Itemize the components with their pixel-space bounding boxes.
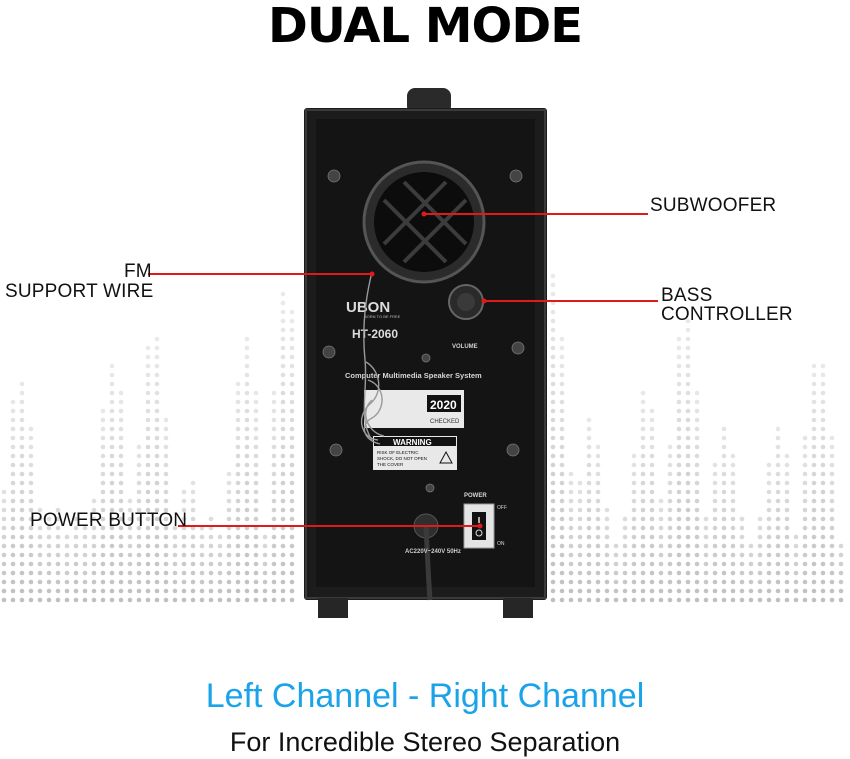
brand-tagline: BORN TO BE FREE <box>364 314 401 319</box>
warning-text: RISK OF ELECTRIC <box>377 450 419 455</box>
brand-logo: UBON <box>346 299 390 316</box>
screw <box>511 341 525 355</box>
warning-text: THE COVER <box>377 462 404 467</box>
fm-wire-coil <box>360 271 385 445</box>
callout-controller: CONTROLLER <box>661 304 793 325</box>
screw <box>509 169 523 183</box>
callout-bass: BASS <box>661 285 713 306</box>
sticker-checked: CHECKED <box>430 419 460 425</box>
off-label: OFF <box>497 505 507 511</box>
power-cord <box>423 525 433 601</box>
callout-power-button: POWER BUTTON <box>30 510 188 531</box>
callout-fm: FM <box>124 261 152 282</box>
model-number: HT-2060 <box>352 327 398 341</box>
callout-lines <box>148 213 658 527</box>
speaker-foot-right <box>503 598 533 618</box>
warning-text: SHOCK, DO NOT OPEN <box>377 456 427 461</box>
screw <box>425 483 435 493</box>
sticker-year: 2020 <box>430 398 457 412</box>
speaker-foot-left <box>318 598 348 618</box>
top-knob <box>407 88 451 114</box>
on-label: ON <box>497 541 505 547</box>
volume-label: VOLUME <box>452 344 478 350</box>
tagline-sub: For Incredible Stereo Separation <box>229 727 621 757</box>
callout-subwoofer: SUBWOOFER <box>650 195 777 216</box>
warning-triangle-icon <box>439 450 453 464</box>
page-title: DUAL MODE <box>268 0 583 54</box>
tagline-main: Left Channel - Right Channel <box>205 677 645 715</box>
power-label: POWER <box>464 493 487 499</box>
screw <box>327 169 341 183</box>
screw <box>322 345 336 359</box>
screw <box>329 443 343 457</box>
screw <box>421 353 431 363</box>
callout-support-wire: SUPPORT WIRE <box>5 281 154 302</box>
ac-rating-label: AC220V~240V 50Hz <box>405 549 461 555</box>
system-label: Computer Multimedia Speaker System <box>345 371 482 380</box>
warning-title: WARNING <box>393 438 432 447</box>
screw <box>506 443 520 457</box>
